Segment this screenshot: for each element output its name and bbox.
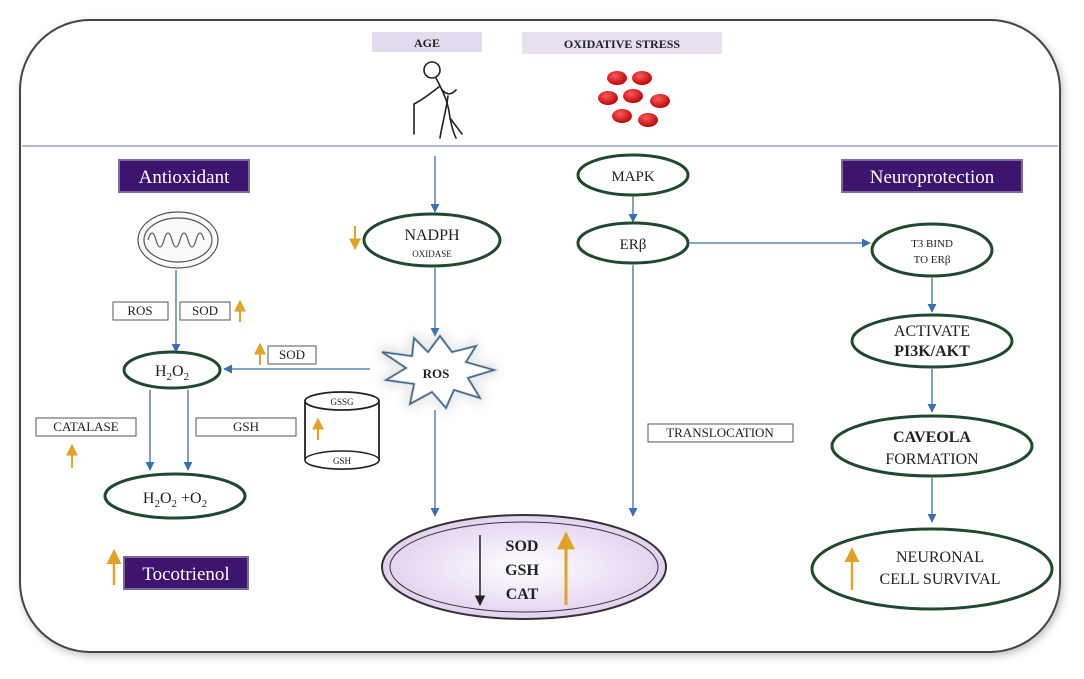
caveola-formation-node bbox=[830, 414, 1034, 478]
translocation-box bbox=[647, 423, 794, 443]
svg-text:GSH: GSH bbox=[333, 456, 352, 466]
tocotrienol-header: Tocotrienol bbox=[123, 556, 249, 590]
svg-text:T3 BIND: T3 BIND bbox=[911, 238, 953, 250]
erb-node bbox=[576, 221, 690, 265]
svg-text:OXIDASE: OXIDASE bbox=[412, 249, 452, 259]
svg-text:GSH: GSH bbox=[233, 419, 259, 434]
ros-box bbox=[112, 301, 169, 321]
sod-box-2 bbox=[267, 345, 317, 365]
elderly-person-icon bbox=[413, 61, 463, 139]
svg-text:OXIDATIVE STRESS: OXIDATIVE STRESS bbox=[564, 37, 680, 51]
svg-text:ROS: ROS bbox=[127, 303, 152, 318]
enzyme-sod: SOD bbox=[506, 538, 539, 555]
mitochondrion-icon bbox=[137, 211, 219, 269]
activate-pi3k-node bbox=[850, 313, 1014, 369]
svg-text:TO ERβ: TO ERβ bbox=[914, 254, 951, 266]
t3-bind-node bbox=[870, 222, 994, 278]
svg-text:CELL SURVIVAL: CELL SURVIVAL bbox=[880, 571, 1001, 588]
enzyme-cat: CAT bbox=[506, 586, 539, 603]
catalase-box bbox=[35, 417, 137, 437]
gssg-gsh-cylinder: GSSG GSH bbox=[304, 391, 380, 470]
neuroprotection-header: Neuroprotection bbox=[841, 159, 1023, 193]
svg-text:Antioxidant: Antioxidant bbox=[139, 167, 230, 188]
antioxidant-header: Antioxidant bbox=[118, 159, 250, 193]
h2o2-label: H2O2 bbox=[155, 363, 189, 383]
red-blood-cells-icon bbox=[598, 71, 670, 127]
nadph-oxidase-node bbox=[362, 212, 502, 268]
mapk-node bbox=[576, 153, 690, 197]
ros-burst-node: ROS bbox=[381, 333, 500, 411]
svg-text:Tocotrienol: Tocotrienol bbox=[142, 564, 229, 585]
h2o-o2-label: H2O2 +O2 bbox=[143, 490, 207, 510]
svg-text:PI3K/AKT: PI3K/AKT bbox=[894, 343, 970, 360]
svg-text:ERβ: ERβ bbox=[620, 237, 647, 253]
svg-text:AGE: AGE bbox=[414, 36, 440, 50]
outer-frame bbox=[19, 19, 1061, 653]
svg-text:CAVEOLA: CAVEOLA bbox=[893, 429, 971, 446]
enzyme-gsh: GSH bbox=[505, 562, 539, 579]
svg-text:SOD: SOD bbox=[279, 347, 305, 362]
gsh-box bbox=[195, 417, 297, 437]
sod-box bbox=[179, 301, 231, 321]
svg-text:FORMATION: FORMATION bbox=[885, 451, 979, 468]
svg-text:GSSG: GSSG bbox=[330, 397, 354, 407]
h2o-o2-node bbox=[103, 472, 247, 520]
h2o2-node bbox=[122, 350, 222, 390]
svg-text:Neuroprotection: Neuroprotection bbox=[870, 167, 995, 188]
nucleus-node: SOD GSH CAT bbox=[381, 514, 667, 620]
svg-text:NEURONAL: NEURONAL bbox=[896, 549, 984, 566]
age-label: AGE bbox=[372, 32, 482, 52]
svg-text:SOD: SOD bbox=[192, 303, 218, 318]
svg-text:MAPK: MAPK bbox=[611, 169, 655, 185]
neuronal-survival-node bbox=[810, 527, 1054, 611]
svg-text:ROS: ROS bbox=[423, 366, 450, 381]
svg-text:CATALASE: CATALASE bbox=[53, 419, 118, 434]
svg-text:TRANSLOCATION: TRANSLOCATION bbox=[666, 425, 774, 440]
oxidative-stress-label: OXIDATIVE STRESS bbox=[522, 32, 722, 54]
svg-text:NADPH: NADPH bbox=[404, 227, 460, 244]
svg-text:ACTIVATE: ACTIVATE bbox=[894, 323, 970, 340]
